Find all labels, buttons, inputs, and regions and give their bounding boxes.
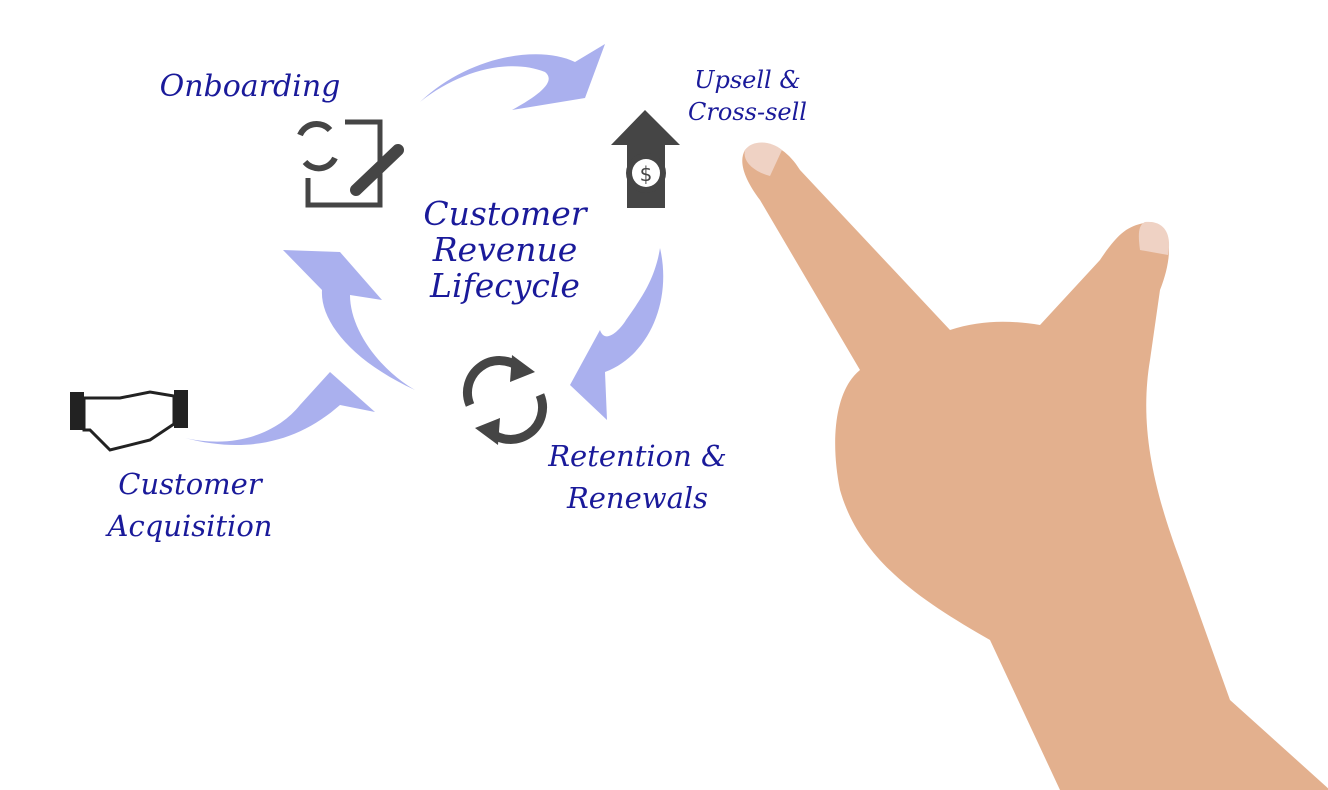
retention-line-2: Renewals (566, 481, 709, 515)
acquisition-line-2: Acquisition (107, 509, 273, 543)
arrow-onboarding-to-upsell (420, 44, 605, 110)
handshake-icon (70, 390, 188, 452)
arrow-acquisition-to-onboarding (185, 372, 375, 446)
arrow-upsell-to-retention (570, 248, 664, 420)
stage-onboarding-label: Onboarding (150, 69, 350, 105)
center-title: Customer Revenue Lifecycle (400, 196, 610, 304)
svg-text:$: $ (640, 162, 653, 186)
refresh-document-pencil-icon (297, 119, 404, 208)
upsell-line-1: Upsell & (694, 66, 801, 94)
stage-acquisition-label: Customer Acquisition (90, 463, 290, 547)
pointing-hand-image (742, 142, 1328, 790)
cycle-arrows-icon (462, 355, 548, 445)
upsell-line-2: Cross-sell (688, 98, 807, 126)
retention-line-1: Retention & (548, 439, 727, 473)
stage-retention-label: Retention & Renewals (535, 435, 740, 519)
title-line-3: Lifecycle (430, 266, 580, 305)
stage-upsell-label: Upsell & Cross-sell (670, 64, 825, 128)
dollar-up-arrow-icon: $ (611, 110, 680, 208)
title-line-2: Revenue (432, 230, 578, 269)
acquisition-line-1: Customer (118, 467, 262, 501)
onboarding-text: Onboarding (159, 69, 341, 104)
title-line-1: Customer (423, 194, 587, 233)
arrow-retention-to-onboarding (283, 250, 415, 390)
